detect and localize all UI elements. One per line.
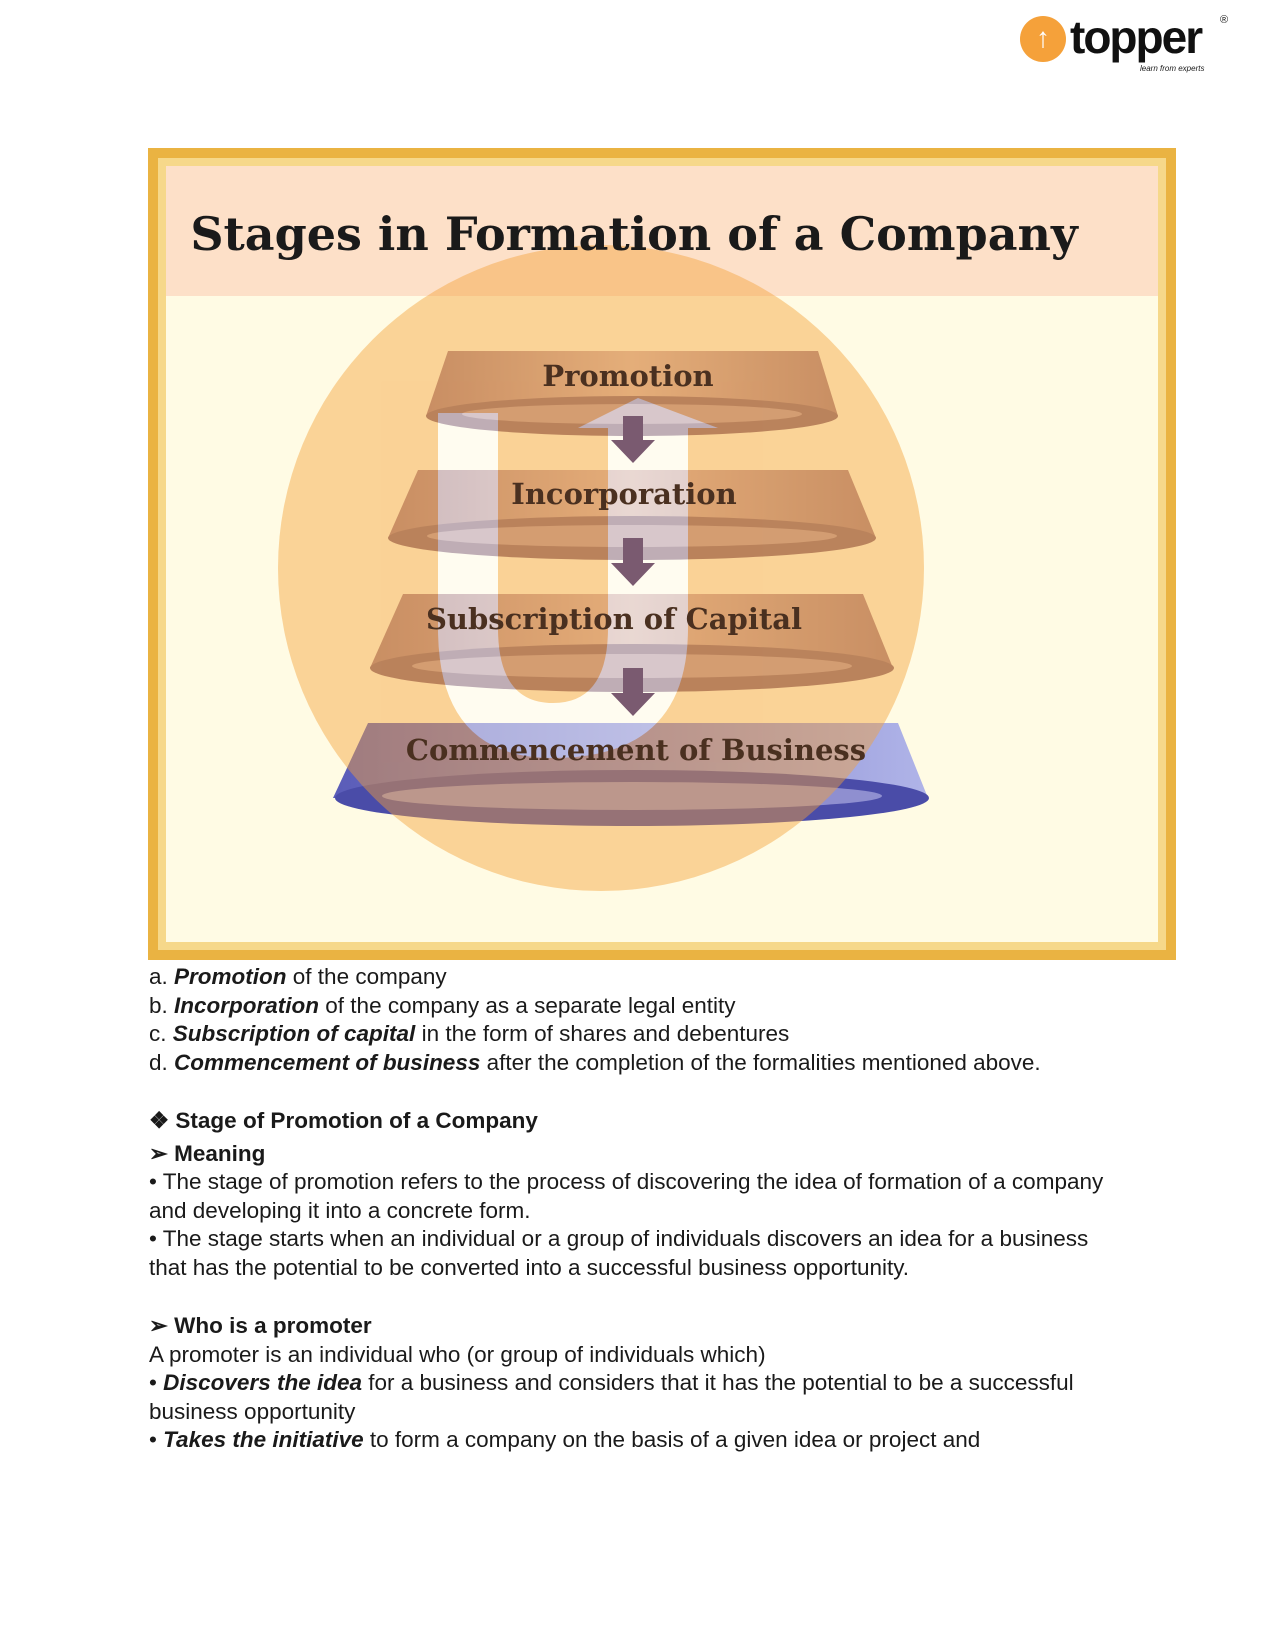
stage-label-1: Promotion [542,359,713,393]
logo-arrow-icon: ↑ [1020,16,1066,62]
list-item-c: c. Subscription of capital in the form o… [149,1021,790,1046]
stages-diagram-svg: Stages in Formation of a Company Promoti… [166,166,1158,891]
section-heading: ❖ Stage of Promotion of a Company [149,1108,538,1133]
stage-disc-4 [333,723,929,826]
stage-disc-1 [426,351,838,436]
promoter-intro: A promoter is an individual who (or grou… [149,1341,766,1367]
topper-logo: ↑ topper ® learn from experts [1020,14,1260,84]
list-item-a: a. Promotion of the company [149,964,447,989]
meaning-point-2: • The stage starts when an individual or… [149,1226,1089,1280]
list-item-d: d. Commencement of business after the co… [149,1049,1041,1075]
title-band [166,166,1158,296]
logo-tagline: learn from experts [1140,64,1205,73]
promoter-point-1: • Discovers the idea for a business and … [149,1370,1074,1424]
watermark-logo [278,245,924,891]
stages-diagram: Stages in Formation of a Company Promoti… [148,148,1176,960]
stage-label-3: Subscription of Capital [426,602,802,636]
stage-label-4: Commencement of Business [406,733,866,767]
meaning-point-1: • The stage of promotion refers to the p… [149,1169,1104,1223]
list-item-b: b. Incorporation of the company as a sep… [149,992,736,1018]
logo-text: topper [1070,11,1203,63]
stage-label-2: Incorporation [511,477,736,511]
document-body: a. Promotion of the company b. Incorpora… [149,963,1109,1455]
promoter-point-2: • Takes the initiative to form a company… [149,1427,981,1452]
promoter-heading: ➢ Who is a promoter [149,1313,372,1338]
diagram-title: Stages in Formation of a Company [190,207,1079,261]
down-arrows [611,416,655,716]
logo-registered: ® [1220,14,1229,26]
meaning-heading: ➢ Meaning [149,1140,266,1166]
